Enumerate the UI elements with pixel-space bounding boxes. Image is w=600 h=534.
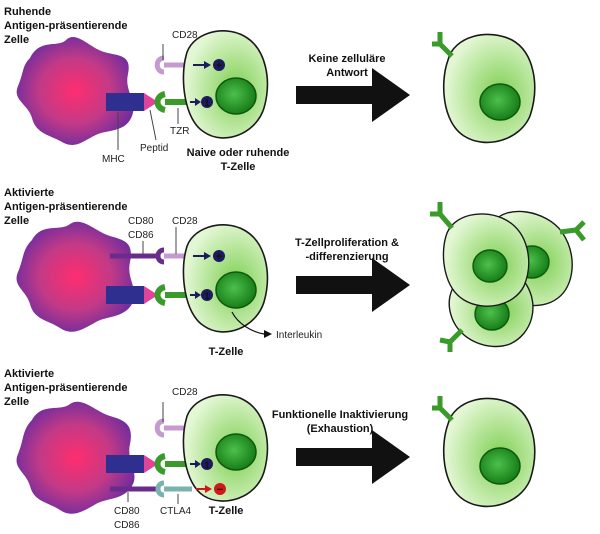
row3-cd28-label: CD28 xyxy=(172,387,198,398)
row2-big-arrow xyxy=(296,258,410,312)
row1-t-cell-label-l2: T-Zelle xyxy=(221,161,256,173)
row3-mhc-block xyxy=(106,455,144,473)
row3-tcr-receptor xyxy=(154,453,166,475)
row1-tzr-label: TZR xyxy=(170,126,189,137)
row3-big-arrow xyxy=(296,430,410,484)
row1-apc-title-l2: Antigen-präsentierende xyxy=(4,20,127,32)
row3-signal-one xyxy=(201,458,213,470)
row2-apc-title-l1: Aktivierte xyxy=(4,187,54,199)
row3-cd28-receptor xyxy=(154,418,165,438)
row1-mhc-block xyxy=(106,93,144,111)
row-2-activated: Aktivierte Antigen-präsentierende Zelle … xyxy=(4,187,586,358)
row1-cd28-receptor xyxy=(154,55,165,75)
row3-outcome-l2: (Exhaustion) xyxy=(307,423,374,435)
row1-plus-signal xyxy=(213,59,225,71)
row1-result-t-cell xyxy=(432,32,536,144)
row1-apc-title-l3: Zelle xyxy=(4,34,29,46)
row1-t-cell-label-l1: Naive oder ruhende xyxy=(187,147,290,159)
row1-outcome-l1: Keine zelluläre xyxy=(308,53,385,65)
row2-cd28-label: CD28 xyxy=(172,216,198,227)
row1-mhc-label: MHC xyxy=(102,154,125,165)
row3-apc-cell xyxy=(16,401,135,514)
row3-ctla4-receptor xyxy=(155,480,165,498)
row2-outcome-l1: T-Zellproliferation & xyxy=(295,237,399,249)
row2-tcr-receptor xyxy=(154,284,166,306)
svg-text:+: + xyxy=(216,60,222,72)
row2-plus-signal xyxy=(213,250,225,262)
row2-apc-title-l3: Zelle xyxy=(4,215,29,227)
row3-result-t-cell xyxy=(432,396,536,508)
row-1-resting: Ruhende Antigen-präsentierende Zelle + 1… xyxy=(4,6,536,173)
row2-t-cell-label: T-Zelle xyxy=(209,346,244,358)
row1-signal-one xyxy=(201,96,213,108)
row3-apc-title-l3: Zelle xyxy=(4,396,29,408)
row3-cd86-label: CD86 xyxy=(114,520,140,531)
row1-result-receptor xyxy=(438,42,454,58)
row3-cd80-label: CD80 xyxy=(114,506,140,517)
row1-cd28-label: CD28 xyxy=(172,30,198,41)
row1-apc-title-l1: Ruhende xyxy=(4,6,51,18)
row3-apc-title-l2: Antigen-präsentierende xyxy=(4,382,127,394)
row3-nucleus xyxy=(215,433,257,471)
row3-peptide xyxy=(144,455,158,473)
row3-apc-title-l1: Aktivierte xyxy=(4,368,54,380)
row1-peptid-label: Peptid xyxy=(140,143,168,154)
row2-signal-one xyxy=(201,289,213,301)
svg-text:1: 1 xyxy=(204,291,209,301)
row2-peptide xyxy=(144,286,158,304)
row1-big-arrow xyxy=(296,68,410,122)
row3-minus-signal xyxy=(214,483,226,495)
row2-cd86-label: CD86 xyxy=(128,230,154,241)
row2-nucleus xyxy=(215,271,257,309)
row1-tcr-receptor xyxy=(154,91,166,113)
row2-interleukin-label: Interleukin xyxy=(276,330,322,341)
row1-apc-cell xyxy=(16,37,134,145)
svg-text:1: 1 xyxy=(204,98,209,108)
row2-mhc-block xyxy=(106,286,144,304)
row-3-exhaustion: Aktivierte Antigen-präsentierende Zelle … xyxy=(4,368,536,531)
row3-outcome-l1: Funktionelle Inaktivierung xyxy=(272,409,408,421)
row1-peptide xyxy=(144,93,158,111)
row1-outcome-l2: Antwort xyxy=(326,67,368,79)
row2-outcome-l2: -differenzierung xyxy=(305,251,388,263)
row1-nucleus xyxy=(215,77,257,115)
svg-text:1: 1 xyxy=(204,460,209,470)
row3-result-receptor xyxy=(438,406,454,422)
row2-cd80-label: CD80 xyxy=(128,216,154,227)
row2-apc-cell xyxy=(16,221,135,332)
row3-t-cell-label: T-Zelle xyxy=(209,505,244,517)
row2-proliferating-cells xyxy=(430,202,586,352)
row2-interleukin-arrow xyxy=(231,311,265,335)
row2-apc-title-l2: Antigen-präsentierende xyxy=(4,201,127,213)
svg-text:−: − xyxy=(217,484,223,496)
svg-text:+: + xyxy=(216,251,222,263)
row3-ctla4-label: CTLA4 xyxy=(160,506,192,517)
